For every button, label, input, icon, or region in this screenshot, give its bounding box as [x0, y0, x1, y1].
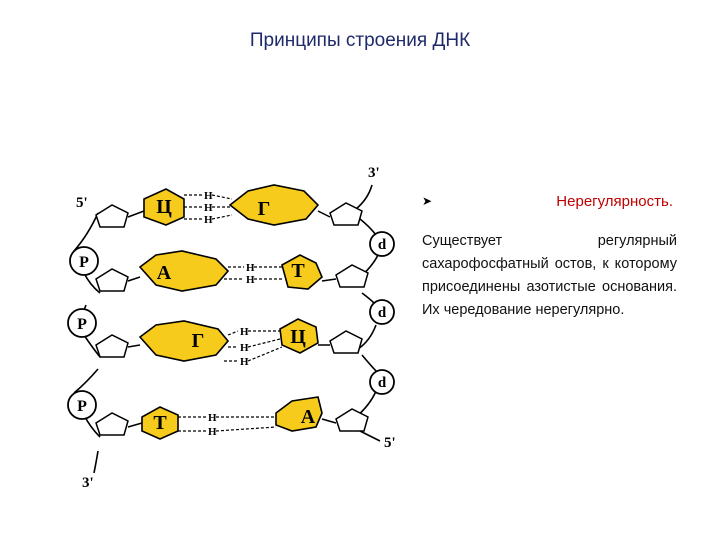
base-left-row1 [143, 188, 185, 226]
hydrogen-label: H [246, 262, 255, 274]
phosphate-label: P [79, 254, 89, 271]
hydrogen-bonds [178, 194, 283, 432]
hydrogen-label: H [204, 214, 213, 226]
base-letter-left-row4: Т [153, 412, 167, 434]
hydrogen-labels: H H H H H H H H H H [204, 190, 255, 438]
arrow-bullet-icon: ➤ [422, 194, 433, 208]
base-letter-left-row2: А [157, 262, 172, 284]
deoxyribose-group-3: d [369, 369, 395, 395]
base-right-row2 [281, 254, 323, 290]
hydrogen-label: H [240, 356, 249, 368]
phosphate-label: P [77, 316, 87, 333]
base-right-row3 [279, 318, 319, 354]
phosphate-label: P [77, 398, 87, 415]
deoxyribose-label: d [378, 237, 387, 253]
base-letter-right-row2: Т [291, 260, 305, 282]
base-letter-right-row1: Г [258, 198, 271, 220]
description-panel: ➤ Нерегулярность. Существует регулярный … [422, 190, 677, 322]
principle-heading: Нерегулярность. [556, 193, 673, 210]
deoxyribose-group-1: d [369, 231, 395, 257]
deoxyribose-label: d [378, 375, 387, 391]
deoxyribose-label: d [378, 305, 387, 321]
five-prime-bottom-label: 5' [384, 435, 396, 451]
base-left-row2 [138, 250, 230, 292]
phosphate-group-3: P [67, 390, 97, 420]
principle-description: Существует регулярный сахарофосфатный ос… [422, 233, 677, 318]
bullet-row: ➤ Нерегулярность. [422, 190, 677, 216]
base-right-row4 [275, 396, 323, 432]
base-letter-left-row1: Ц [156, 196, 172, 218]
dna-structure-diagram: 5' 3' 3' 5' P P P d [60, 155, 420, 495]
three-prime-bottom-label: 3' [82, 475, 94, 491]
base-letter-right-row3: Ц [290, 326, 306, 348]
base-letter-left-row3: Г [192, 330, 205, 352]
base-letter-right-row4: А [301, 406, 316, 428]
glycosidic-bonds [127, 210, 337, 428]
hydrogen-label: H [208, 426, 217, 438]
hydrogen-label: H [240, 326, 249, 338]
sugar-ring [95, 202, 369, 436]
hydrogen-label: H [240, 342, 249, 354]
hydrogen-label: H [246, 274, 255, 286]
hydrogen-label: H [208, 412, 217, 424]
phosphate-group-1: P [69, 246, 99, 276]
hydrogen-label: H [204, 202, 213, 214]
slide-title: Принципы строения ДНК [249, 30, 471, 51]
phosphate-group-2: P [67, 308, 97, 338]
dna-diagram-svg: 5' 3' 3' 5' P P P d [67, 165, 396, 491]
base-right-row1 [228, 184, 320, 226]
deoxyribose-group-2: d [369, 299, 395, 325]
five-prime-top-label: 5' [76, 195, 88, 211]
hydrogen-label: H [204, 190, 213, 202]
three-prime-top-label: 3' [368, 165, 380, 181]
base-left-row3 [138, 320, 230, 362]
